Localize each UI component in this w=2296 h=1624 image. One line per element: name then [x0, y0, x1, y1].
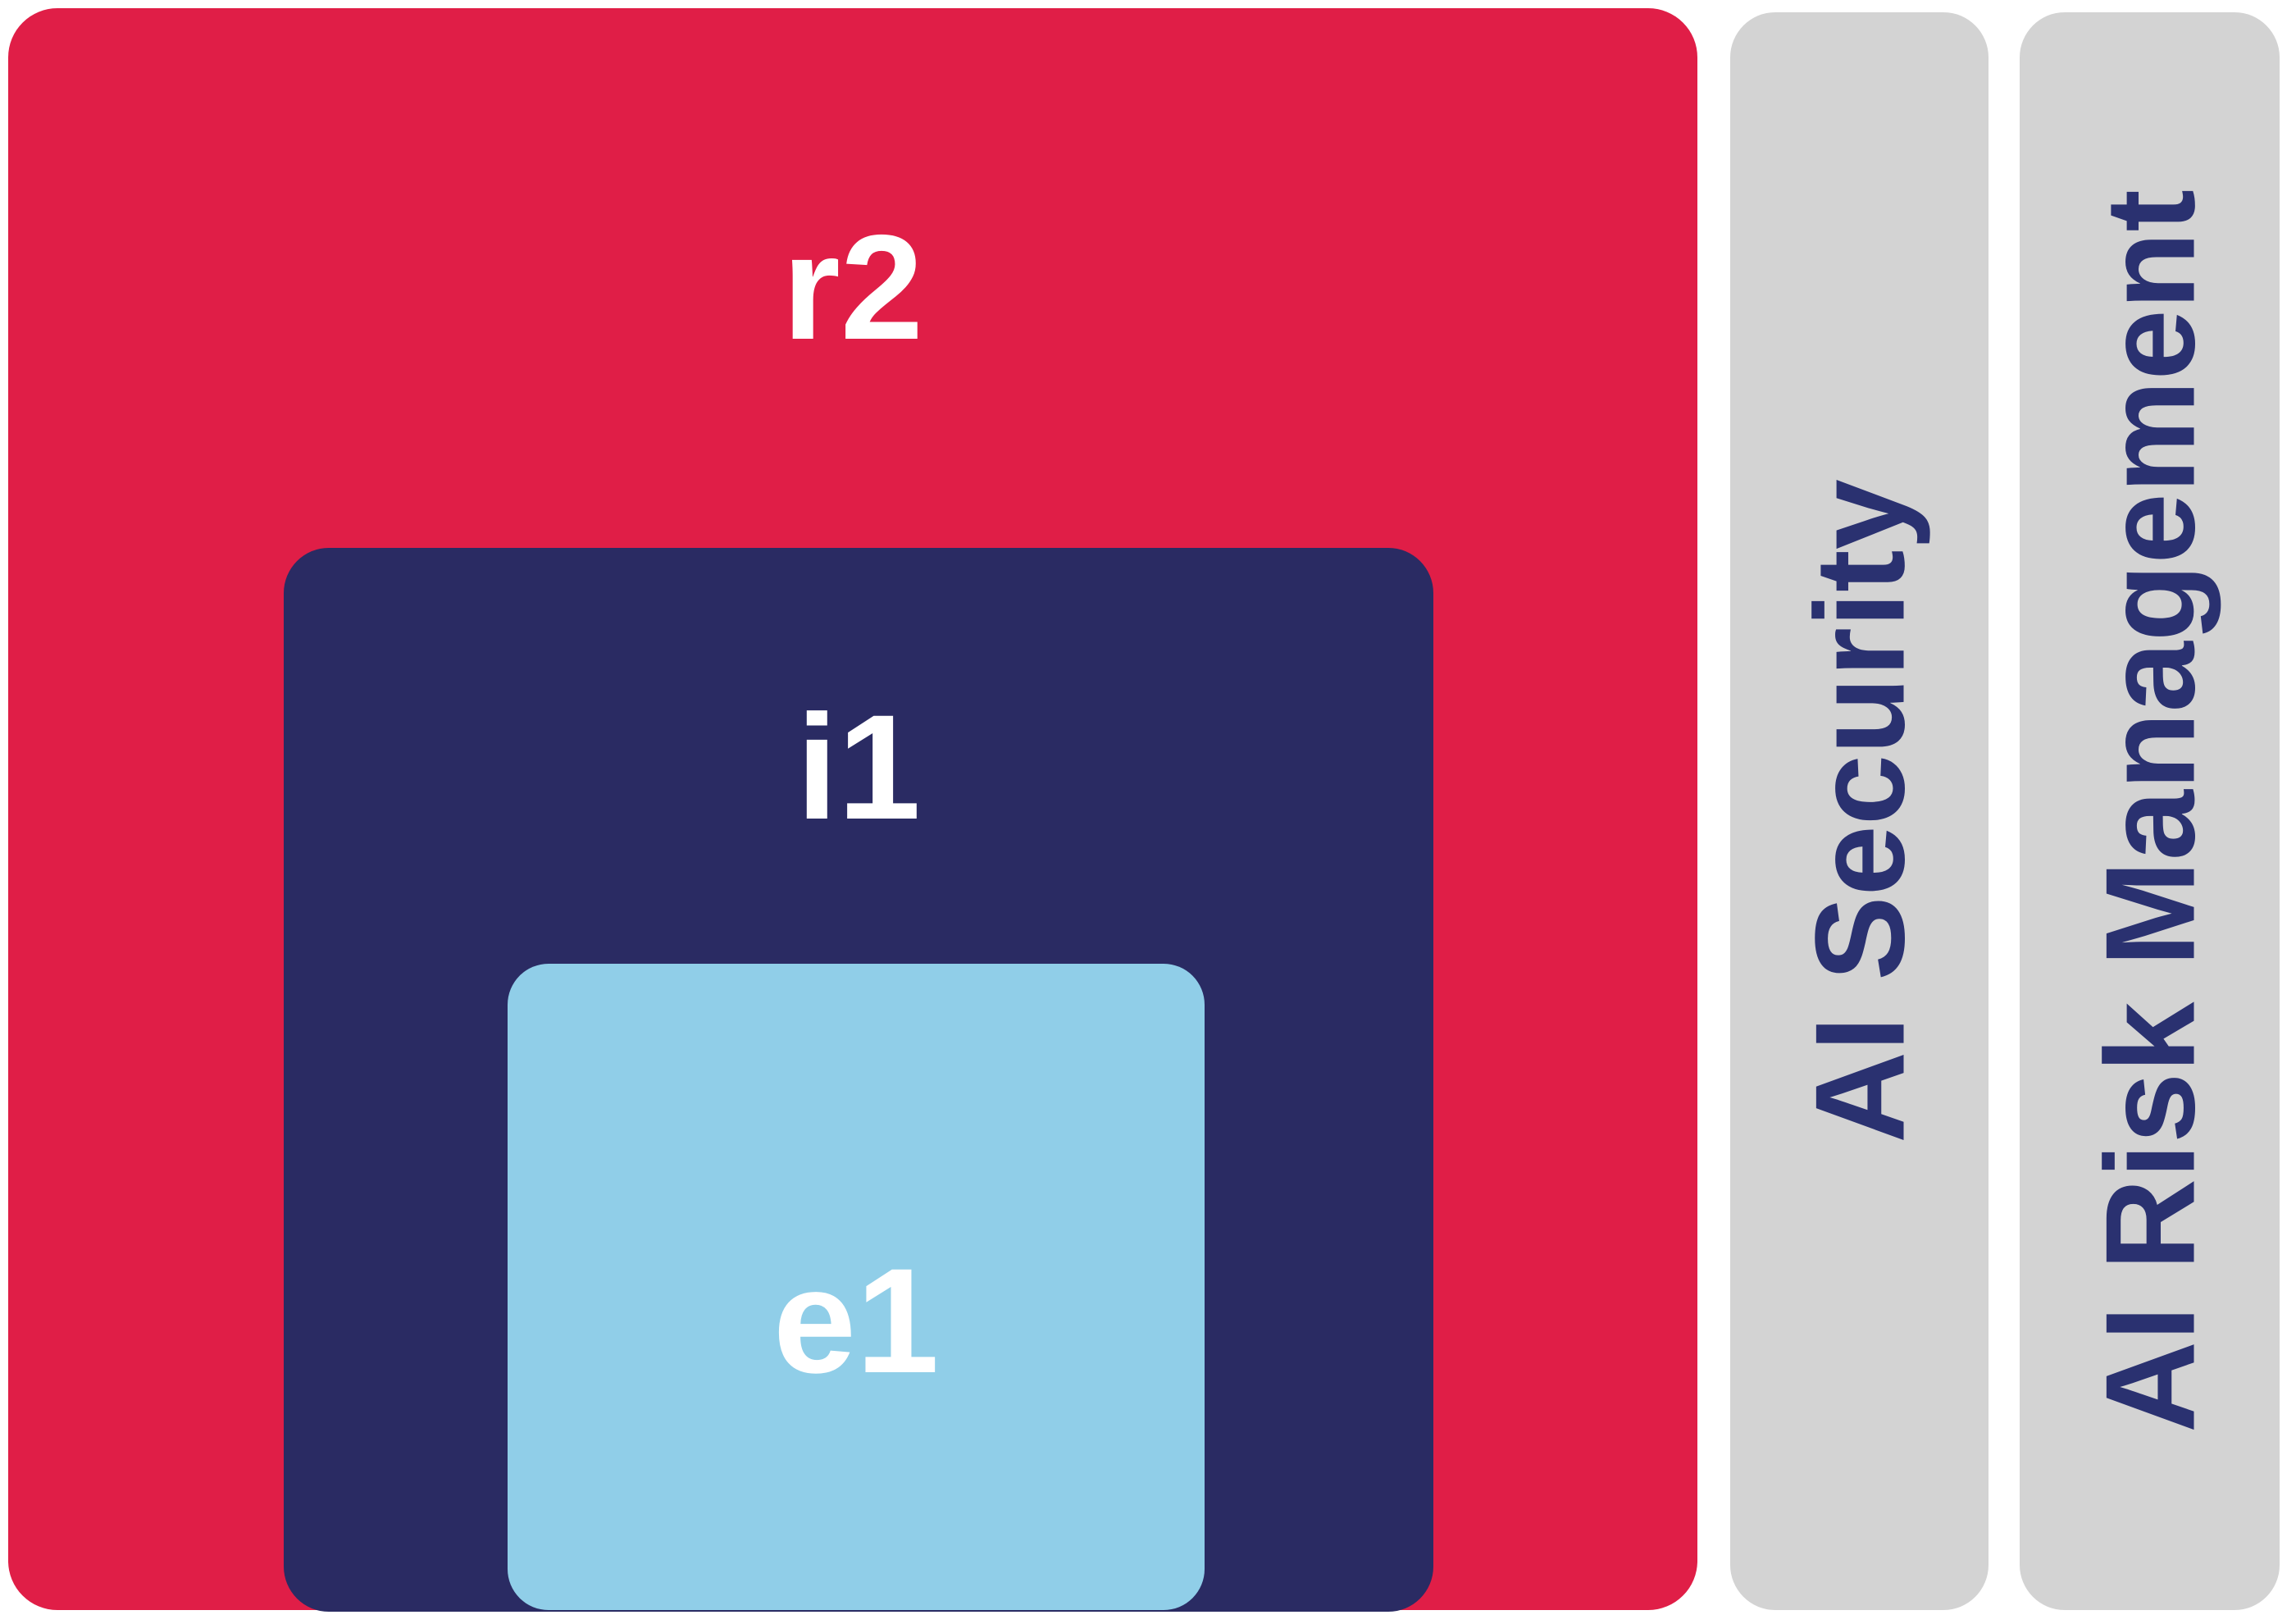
sidebar-ai-security: AI Security	[1730, 12, 1988, 1610]
sidebar-ai-risk-management-label: AI Risk Management	[2079, 189, 2221, 1433]
middle-rect-label: i1	[796, 683, 921, 851]
outer-rect-label: r2	[781, 203, 924, 371]
sidebar-ai-security-label: AI Security	[1788, 479, 1930, 1143]
outer-rect-r2: r2 i1 e1	[8, 8, 1697, 1612]
inner-rect-label: e1	[772, 1237, 940, 1404]
sidebar-ai-risk-management: AI Risk Management	[2020, 12, 2280, 1610]
middle-rect-i1: i1 e1	[284, 548, 1433, 1612]
inner-rect-e1: e1	[508, 964, 1205, 1610]
